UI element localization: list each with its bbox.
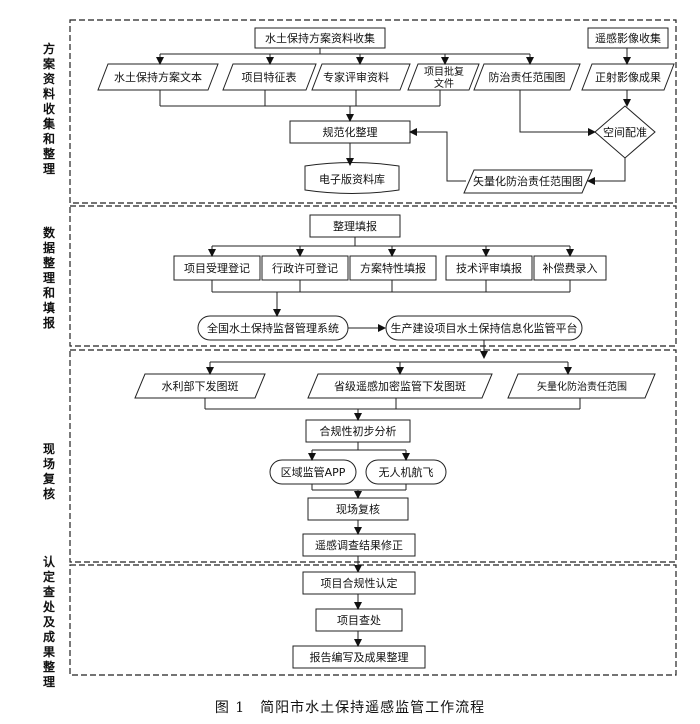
reg-accept-label: 项目受理登记 xyxy=(184,261,250,275)
rs-correction-label: 遥感调查结果修正 xyxy=(315,538,403,552)
regional-app-label: 区域监管APP xyxy=(281,465,346,479)
collect-label: 水土保持方案资料收集 xyxy=(265,31,375,45)
feature-table-box xyxy=(222,63,317,91)
tech-review-box xyxy=(445,255,533,281)
ortho-box xyxy=(581,63,675,91)
spatial-reg-label: 空间配准 xyxy=(603,125,647,139)
vector-resp2-box xyxy=(507,373,656,399)
expert-review-box xyxy=(311,63,411,91)
rs-collect-label: 遥感影像收集 xyxy=(595,31,661,45)
admin-permit-label: 行政许可登记 xyxy=(272,261,338,275)
feature-table-label: 项目特征表 xyxy=(242,70,297,84)
fill-report-label: 整理填报 xyxy=(333,219,377,233)
compensation-label: 补偿费录入 xyxy=(543,261,598,275)
section-label-confirm: 认定查处及成果整理 xyxy=(42,555,55,689)
prov-spots-label: 省级遥感加密监管下发图斑 xyxy=(334,379,466,393)
plan-feature-box xyxy=(349,255,437,281)
uav-label: 无人机航飞 xyxy=(379,465,434,479)
field-review-label: 现场复核 xyxy=(336,502,380,516)
section-frame-collection xyxy=(69,19,677,204)
plan-feature-label: 方案特性填报 xyxy=(360,261,426,275)
resp-map-label: 防治责任范围图 xyxy=(489,70,566,84)
prov-spots-box xyxy=(307,373,493,399)
e-db-cylinder xyxy=(304,162,400,194)
section-label-field: 现场复核 xyxy=(42,442,55,501)
nat-system-label: 全国水土保持监督管理系统 xyxy=(207,321,339,335)
doc-text-box xyxy=(97,63,219,91)
vector-resp2-label: 矢量化防治责任范围 xyxy=(537,380,627,393)
figure-caption: 图 1 简阳市水土保持遥感监管工作流程 xyxy=(214,700,486,716)
e-db-label: 电子版资料库 xyxy=(319,172,385,186)
reg-accept-box xyxy=(173,255,261,281)
compliance-prelim-label: 合规性初步分析 xyxy=(320,424,397,438)
compliance-confirm-box xyxy=(302,571,416,595)
rs-collect-box xyxy=(587,27,669,49)
mwr-spots-label: 水利部下发图斑 xyxy=(162,379,239,393)
section-frame-field xyxy=(69,349,677,563)
doc-text-label: 水土保持方案文本 xyxy=(114,70,202,84)
approval-label-1: 项目批复 xyxy=(424,65,464,78)
resp-map-box xyxy=(473,63,581,91)
section-frame-confirm xyxy=(69,564,677,676)
investigation-label: 项目查处 xyxy=(337,613,381,627)
compensation-box xyxy=(533,255,607,281)
admin-permit-box xyxy=(261,255,349,281)
section-label-data: 数据整理和填报 xyxy=(42,226,55,330)
mwr-spots-box xyxy=(134,373,266,399)
ortho-label: 正射影像成果 xyxy=(595,70,661,84)
normalize-label: 规范化整理 xyxy=(323,125,378,139)
vector-resp-label: 矢量化防治责任范围图 xyxy=(473,174,583,188)
approval-box xyxy=(407,63,480,91)
vector-resp-box xyxy=(463,169,593,194)
expert-review-label: 专家评审资料 xyxy=(323,70,389,84)
section-frame-data xyxy=(69,205,677,347)
section-label-collection: 方案资料收集和整理 xyxy=(42,42,55,176)
approval-label-2: 文件 xyxy=(434,77,454,90)
prod-platform-label: 生产建设项目水土保持信息化监管平台 xyxy=(391,321,578,335)
report-label: 报告编写及成果整理 xyxy=(310,650,409,664)
compliance-confirm-label: 项目合规性认定 xyxy=(321,576,398,590)
tech-review-label: 技术评审填报 xyxy=(456,261,522,275)
